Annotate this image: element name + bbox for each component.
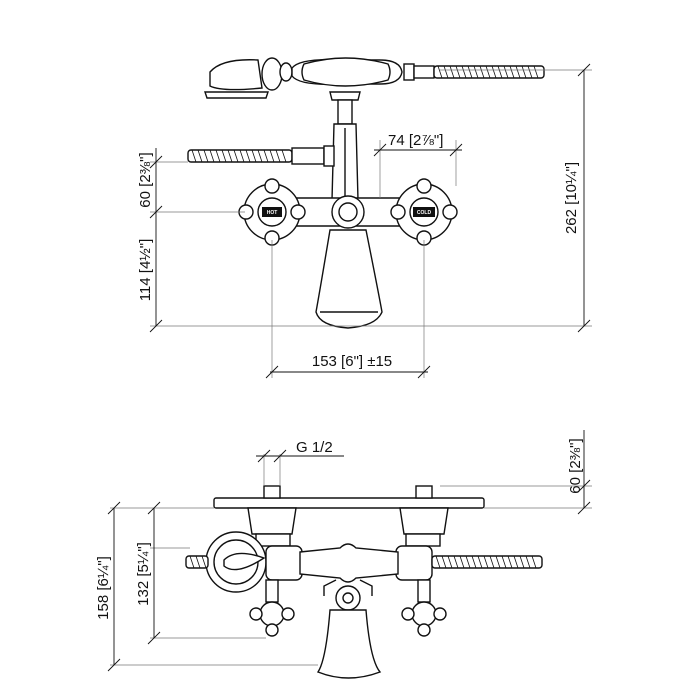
- top-extension-lines: [110, 454, 592, 666]
- mounting-plate: [213, 497, 485, 509]
- front-view: HOT COLD: [137, 57, 592, 379]
- base-height-dimension: 114 [4½"]: [137, 239, 154, 302]
- hose-top-view-left: [185, 555, 209, 569]
- hot-handle: HOT: [238, 178, 306, 246]
- hose-upper: [433, 65, 545, 79]
- hose-lower: [187, 145, 335, 167]
- supply-pipe-left: [263, 485, 281, 499]
- hot-handle-top: [249, 579, 295, 637]
- spout: [315, 229, 383, 329]
- front-extension-lines: [150, 69, 592, 378]
- hose-top-view-right: [431, 555, 543, 569]
- depth-spout-dimension: 132 [5¼"]: [135, 542, 152, 606]
- plate-offset-dimension: 60 [2⅜"]: [567, 438, 584, 493]
- spout-top: [316, 609, 382, 679]
- mixer-body-top: [299, 543, 399, 583]
- depth-total-dimension: 158 [6¼"]: [95, 556, 112, 620]
- handset-body: [291, 57, 435, 87]
- total-height-dimension: 262 [10¼"]: [563, 162, 580, 234]
- cold-handle: COLD: [390, 178, 458, 246]
- top-dimension-lines: [107, 430, 591, 672]
- front-dimension-lines: [149, 63, 591, 379]
- supply-pipe-right: [415, 485, 433, 499]
- center-distance-dimension: 153 [6"] ±15: [312, 353, 392, 370]
- cold-label: COLD: [417, 210, 432, 216]
- spout-width-dimension: 74 [2⅞"]: [388, 132, 443, 149]
- cold-handle-top: [401, 579, 447, 637]
- top-view: G 1/2 60 [2⅜"] 158 [6¼"] 132 [5¼"]: [95, 430, 592, 679]
- hand-shower-head: [204, 57, 293, 99]
- handle-height-dimension: 60 [2⅜"]: [137, 152, 154, 207]
- hot-label: HOT: [267, 210, 278, 216]
- handset-cradle: [329, 91, 361, 201]
- thread-dimension: G 1/2: [296, 439, 333, 456]
- shower-cradle-top: [205, 531, 267, 593]
